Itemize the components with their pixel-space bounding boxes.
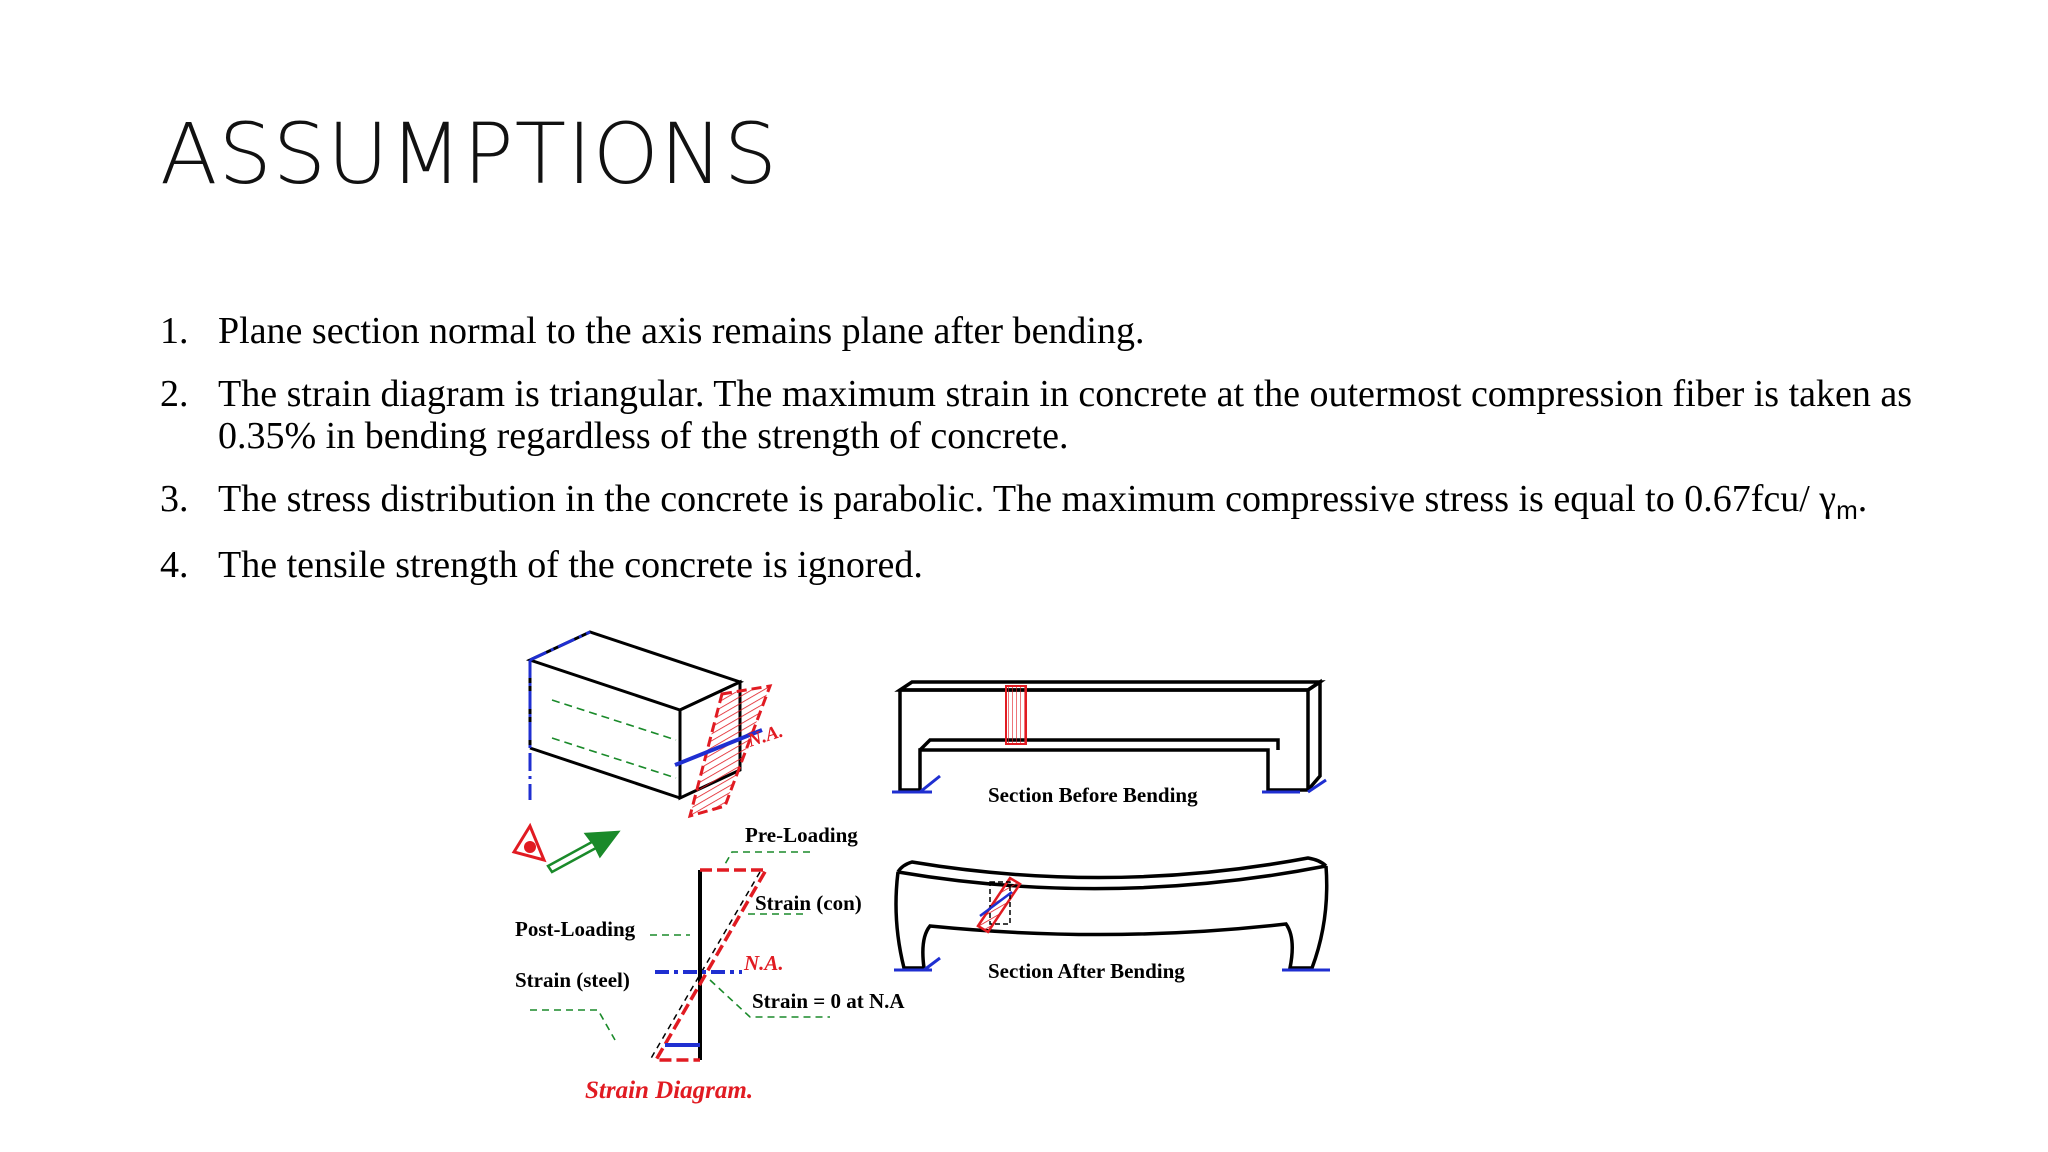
strain-con-label: Strain (con): [755, 891, 862, 915]
section-before-label: Section Before Bending: [988, 783, 1198, 807]
section-slice-after: [976, 876, 1022, 934]
block-strain-plane: [674, 684, 773, 819]
beam-before-bending: [894, 678, 1326, 792]
strain-diagram: [649, 868, 770, 1062]
assumption-text: The stress distribution in the concrete …: [218, 478, 1837, 520]
assumption-text: The tensile strength of the concrete is …: [218, 544, 923, 586]
strain-zero-label: Strain = 0 at N.A: [752, 989, 905, 1013]
assumption-text: Plane section normal to the axis remains…: [218, 310, 1145, 352]
assumption-item: 2. The strain diagram is triangular. The…: [160, 373, 1940, 457]
strain-diagram-caption: Strain Diagram.: [585, 1077, 753, 1104]
block-axis-lines: [528, 630, 677, 800]
assumption-item: 3. The stress distribution in the concre…: [160, 478, 1940, 525]
assumption-number: 2.: [160, 373, 189, 415]
assumption-number: 4.: [160, 544, 189, 586]
section-after-label: Section After Bending: [988, 959, 1185, 983]
assumption-list: 1. Plane section normal to the axis rema…: [160, 310, 1940, 607]
eye-icon: [511, 822, 547, 863]
assumption-text: The strain diagram is triangular. The ma…: [218, 373, 1913, 457]
assumption-number: 3.: [160, 478, 189, 520]
assumption-item: 1. Plane section normal to the axis rema…: [160, 310, 1940, 352]
beam-after-supports: [894, 956, 1330, 972]
bending-figure: N.A. Pre-Loading Strain (con) Post-Loadi…: [511, 630, 1330, 1104]
assumption-number: 1.: [160, 310, 189, 352]
gamma-subscript: m: [1836, 495, 1858, 525]
beam-before-supports: [892, 774, 1327, 794]
post-loading-label: Post-Loading: [515, 917, 636, 941]
diagram-na-label: N.A.: [743, 951, 784, 975]
slide-title: ASSUMPTIONS: [160, 105, 779, 203]
section-slice-before: [1005, 685, 1027, 745]
pre-loading-label: Pre-Loading: [745, 823, 858, 847]
assumption-suffix: .: [1857, 478, 1868, 520]
strain-steel-label: Strain (steel): [515, 968, 630, 992]
assumption-item: 4. The tensile strength of the concrete …: [160, 544, 1940, 586]
view-arrow-icon: [546, 830, 621, 874]
beam-after-bending: [894, 856, 1329, 970]
strain-leader-lines: [530, 851, 830, 1041]
